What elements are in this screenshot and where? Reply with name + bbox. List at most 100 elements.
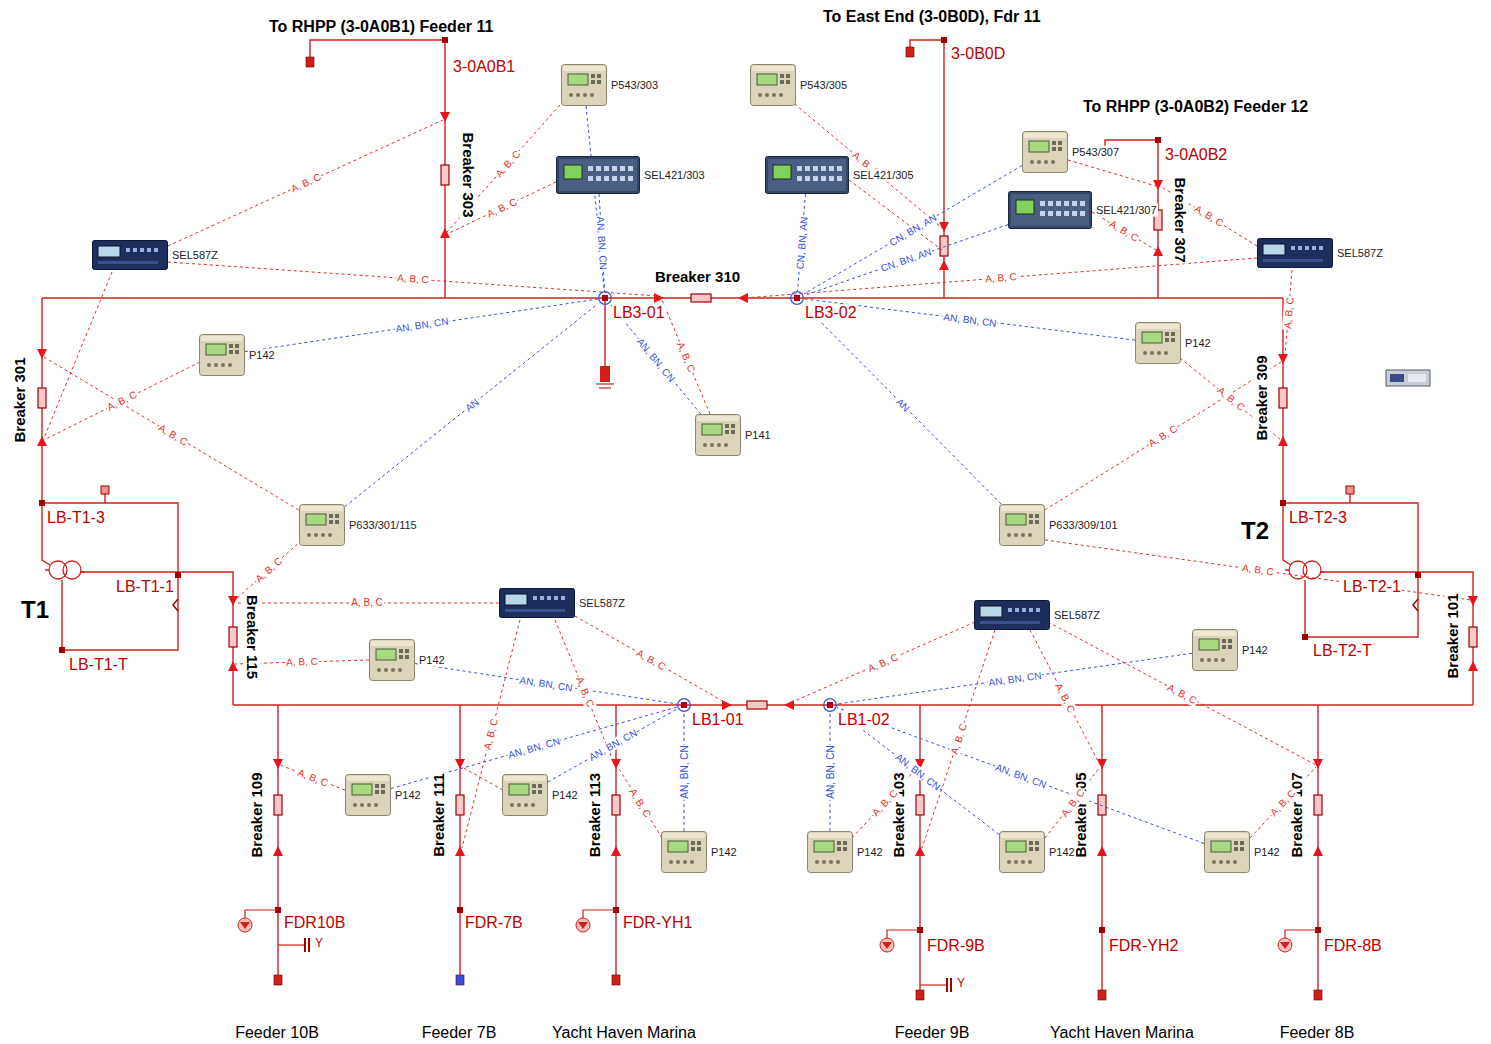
junction-dot	[59, 647, 65, 653]
phase-label: A, B, C	[1191, 202, 1226, 230]
wiring-layer	[39, 37, 1421, 933]
ct-arrow	[273, 759, 283, 769]
relay-body	[662, 832, 707, 873]
bus-wire	[1320, 572, 1473, 705]
relay-button	[591, 74, 595, 78]
bus-node-symbol	[598, 291, 612, 305]
relay-button	[1035, 520, 1039, 524]
relay-icon	[556, 156, 640, 194]
bus-dot	[602, 295, 608, 301]
relay-screen	[1016, 200, 1034, 214]
feeder-destination: To RHPP (3-0A0B1) Feeder 11	[268, 18, 494, 36]
bus-wire	[277, 705, 278, 975]
relay-name: P142	[551, 789, 579, 802]
relay-button	[1015, 608, 1019, 612]
relay-top	[1001, 506, 1043, 511]
relay-top	[201, 336, 243, 341]
relay-button	[140, 248, 144, 252]
breaker-label: Breaker 301	[11, 356, 28, 443]
relay-led	[724, 443, 728, 447]
phase-label: AN	[462, 396, 481, 415]
relay-led	[822, 860, 826, 864]
breaker-label: Breaker 109	[248, 771, 265, 858]
phase-label: A, B, C	[350, 597, 384, 609]
relay-name: P543/303	[610, 79, 659, 92]
phase-label: AN, BN, CN	[595, 215, 609, 271]
relay-led	[717, 443, 721, 447]
relay-button	[797, 176, 802, 181]
relay-button	[1058, 141, 1062, 145]
relay-button	[1040, 211, 1045, 216]
relay-button	[1234, 847, 1238, 851]
phase-label: A, B, C	[1214, 384, 1247, 414]
breaker-symbol	[274, 795, 282, 815]
relay-led	[510, 803, 514, 807]
phase-label: A, B, C	[1281, 295, 1295, 330]
wye-mark: Y	[314, 937, 324, 951]
bus-node-symbol	[823, 698, 837, 712]
relay-led	[772, 93, 776, 97]
relay-icon	[1135, 322, 1181, 364]
relay-button	[335, 520, 339, 524]
leader-line	[44, 357, 302, 512]
relay-button	[1035, 847, 1039, 851]
feeder-destination: To RHPP (3-0A0B2) Feeder 12	[1082, 98, 1309, 116]
load-symbol	[882, 942, 892, 949]
relay-device: P142	[661, 831, 707, 873]
relay-name: SEL421/305	[852, 169, 915, 182]
relay-device: SEL421/303	[556, 156, 640, 194]
relay-button	[691, 841, 695, 845]
switch-symbol	[173, 599, 178, 611]
load-symbol	[578, 922, 588, 929]
phase-label: A, B, C	[285, 656, 319, 669]
relay-led	[569, 93, 573, 97]
ct-arrow	[939, 222, 949, 232]
relay-led	[1028, 533, 1032, 537]
relay-body	[1023, 132, 1068, 173]
relay-button	[561, 596, 565, 600]
relay-body	[1205, 832, 1250, 873]
relay-button	[147, 248, 151, 252]
relay-button	[1035, 841, 1039, 845]
relay-name: P141	[744, 429, 772, 442]
relay-led	[1051, 160, 1055, 164]
junction-dot	[442, 37, 448, 43]
relay-screen	[1211, 841, 1231, 852]
bus-wire	[1349, 494, 1350, 503]
leader-line	[790, 622, 975, 703]
ct-arrow	[915, 846, 925, 856]
relay-button	[1072, 211, 1077, 216]
load-symbol	[238, 918, 252, 932]
relay-button	[797, 166, 802, 171]
relay-body	[346, 775, 391, 816]
relay-device: P142	[1204, 831, 1250, 873]
relay-button	[547, 596, 551, 600]
relay-body	[500, 589, 575, 618]
relay-button	[805, 166, 810, 171]
phase-label: A, B, C	[983, 271, 1017, 285]
junction-dot	[1099, 927, 1105, 933]
relay-button	[1319, 246, 1323, 250]
relay-button	[604, 176, 609, 181]
relay-led	[1143, 351, 1147, 355]
relay-screen	[1199, 639, 1219, 650]
switch-symbol	[1346, 486, 1354, 494]
relay-device: P543/307	[1022, 131, 1068, 173]
ct-arrow	[228, 596, 238, 606]
relay-button	[1171, 338, 1175, 342]
breaker-symbol	[1314, 795, 1322, 815]
feeder-name: Feeder 8B	[1279, 1024, 1356, 1042]
relay-button	[1080, 201, 1085, 206]
relay-top	[752, 66, 794, 71]
breaker-label: Breaker 111	[430, 772, 447, 857]
relay-name: P142	[710, 846, 738, 859]
phase-label: A, B, C	[288, 171, 323, 195]
relay-top	[347, 776, 389, 781]
relay-led	[1200, 658, 1204, 662]
breaker-symbol	[691, 294, 711, 302]
relay-button	[1056, 201, 1061, 206]
relay-top	[809, 833, 851, 838]
relay-led	[531, 803, 535, 807]
ct-arrow	[1278, 436, 1288, 446]
relay-button	[335, 514, 339, 518]
